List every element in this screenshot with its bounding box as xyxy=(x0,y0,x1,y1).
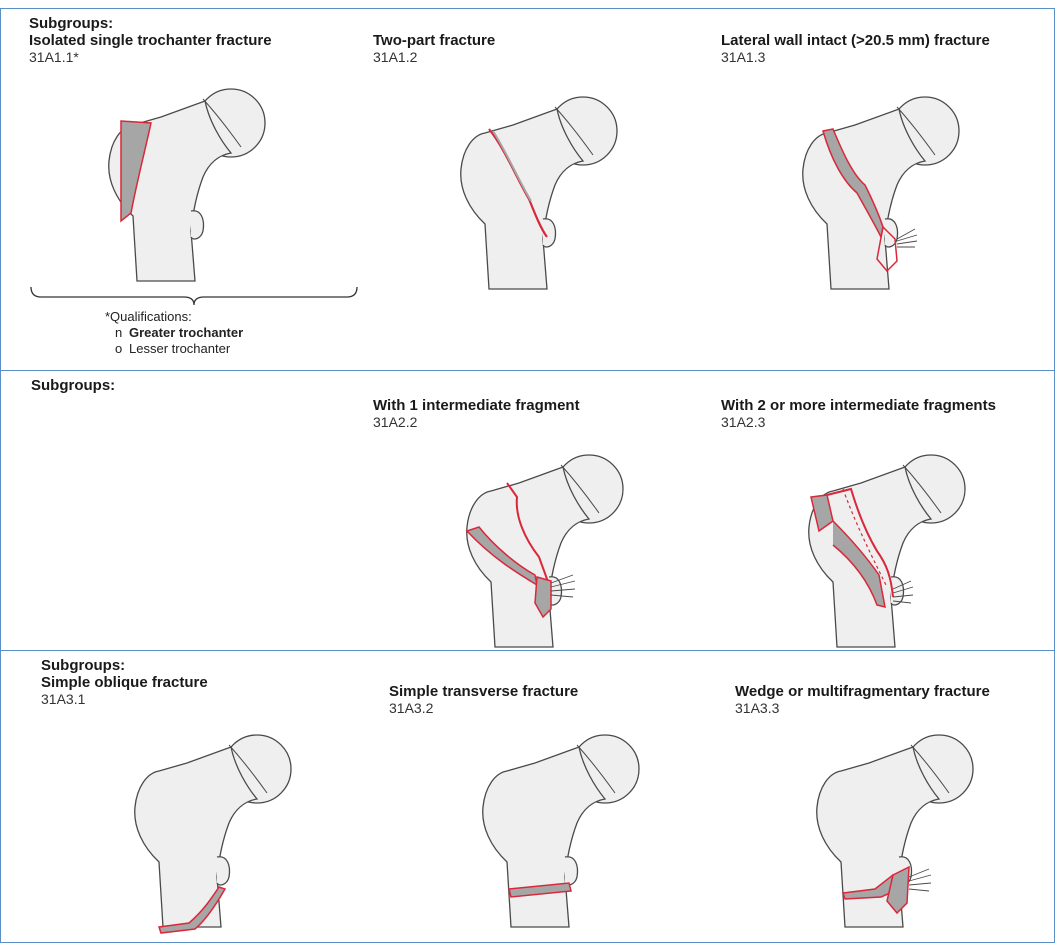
femur-figure-a1-3 xyxy=(787,89,987,299)
subgroup-name: With 1 intermediate fragment xyxy=(373,397,673,414)
subgroup-name: Two-part fracture xyxy=(373,32,673,49)
subgroup-name: Wedge or multifragmentary fracture xyxy=(735,683,1055,700)
subgroup-a1-3: Lateral wall intact (>20.5 mm) fracture … xyxy=(721,32,1051,66)
subgroup-name: Isolated single trochanter fracture xyxy=(29,32,349,49)
femur-figure-a3-2 xyxy=(467,727,667,937)
subgroup-code: 31A3.2 xyxy=(389,700,689,717)
section-a3: Subgroups: Simple oblique fracture 31A3.… xyxy=(0,650,1055,943)
section-a2: Subgroups: With 1 intermediate fragment … xyxy=(0,370,1055,650)
femur-figure-a3-3 xyxy=(801,727,1001,937)
subgroup-a3-3: Wedge or multifragmentary fracture 31A3.… xyxy=(735,683,1055,717)
subgroup-a1-2: Two-part fracture 31A1.2 xyxy=(373,32,673,66)
subgroups-heading: Subgroups: xyxy=(31,377,115,394)
subgroup-code: 31A1.3 xyxy=(721,49,1051,66)
subgroup-code: 31A1.1* xyxy=(29,49,349,66)
femur-figure-a2-2 xyxy=(451,447,651,657)
subgroup-a3-2: Simple transverse fracture 31A3.2 xyxy=(389,683,689,717)
section-a1: Subgroups: Isolated single trochanter fr… xyxy=(0,8,1055,370)
brace-icon xyxy=(29,285,359,307)
subgroup-code: 31A3.3 xyxy=(735,700,1055,717)
femur-figure-a1-1 xyxy=(93,81,293,291)
femur-figure-a1-2 xyxy=(445,89,645,299)
qualifications: *Qualifications: nGreater trochanter oLe… xyxy=(105,309,243,357)
subgroup-code: 31A2.3 xyxy=(721,414,1051,431)
subgroup-name: With 2 or more intermediate fragments xyxy=(721,397,1051,414)
subgroup-code: 31A1.2 xyxy=(373,49,673,66)
femur-figure-a2-3 xyxy=(793,447,993,657)
qualifications-title: *Qualifications: xyxy=(105,309,243,325)
subgroups-label: Subgroups: xyxy=(29,15,349,32)
qualification-option: nGreater trochanter xyxy=(105,325,243,341)
subgroup-name: Simple transverse fracture xyxy=(389,683,689,700)
subgroup-code: 31A2.2 xyxy=(373,414,673,431)
subgroup-a2-3: With 2 or more intermediate fragments 31… xyxy=(721,397,1051,431)
subgroup-a2-2: With 1 intermediate fragment 31A2.2 xyxy=(373,397,673,431)
subgroup-a3-1: Subgroups: Simple oblique fracture 31A3.… xyxy=(41,657,361,708)
subgroup-name: Lateral wall intact (>20.5 mm) fracture xyxy=(721,32,1051,49)
qualification-option: oLesser trochanter xyxy=(105,341,243,357)
subgroups-label: Subgroups: xyxy=(31,377,115,394)
femur-figure-a3-1 xyxy=(119,727,319,937)
subgroups-label: Subgroups: xyxy=(41,657,361,674)
subgroup-name: Simple oblique fracture xyxy=(41,674,361,691)
subgroup-code: 31A3.1 xyxy=(41,691,361,708)
subgroup-a1-1: Subgroups: Isolated single trochanter fr… xyxy=(29,15,349,66)
